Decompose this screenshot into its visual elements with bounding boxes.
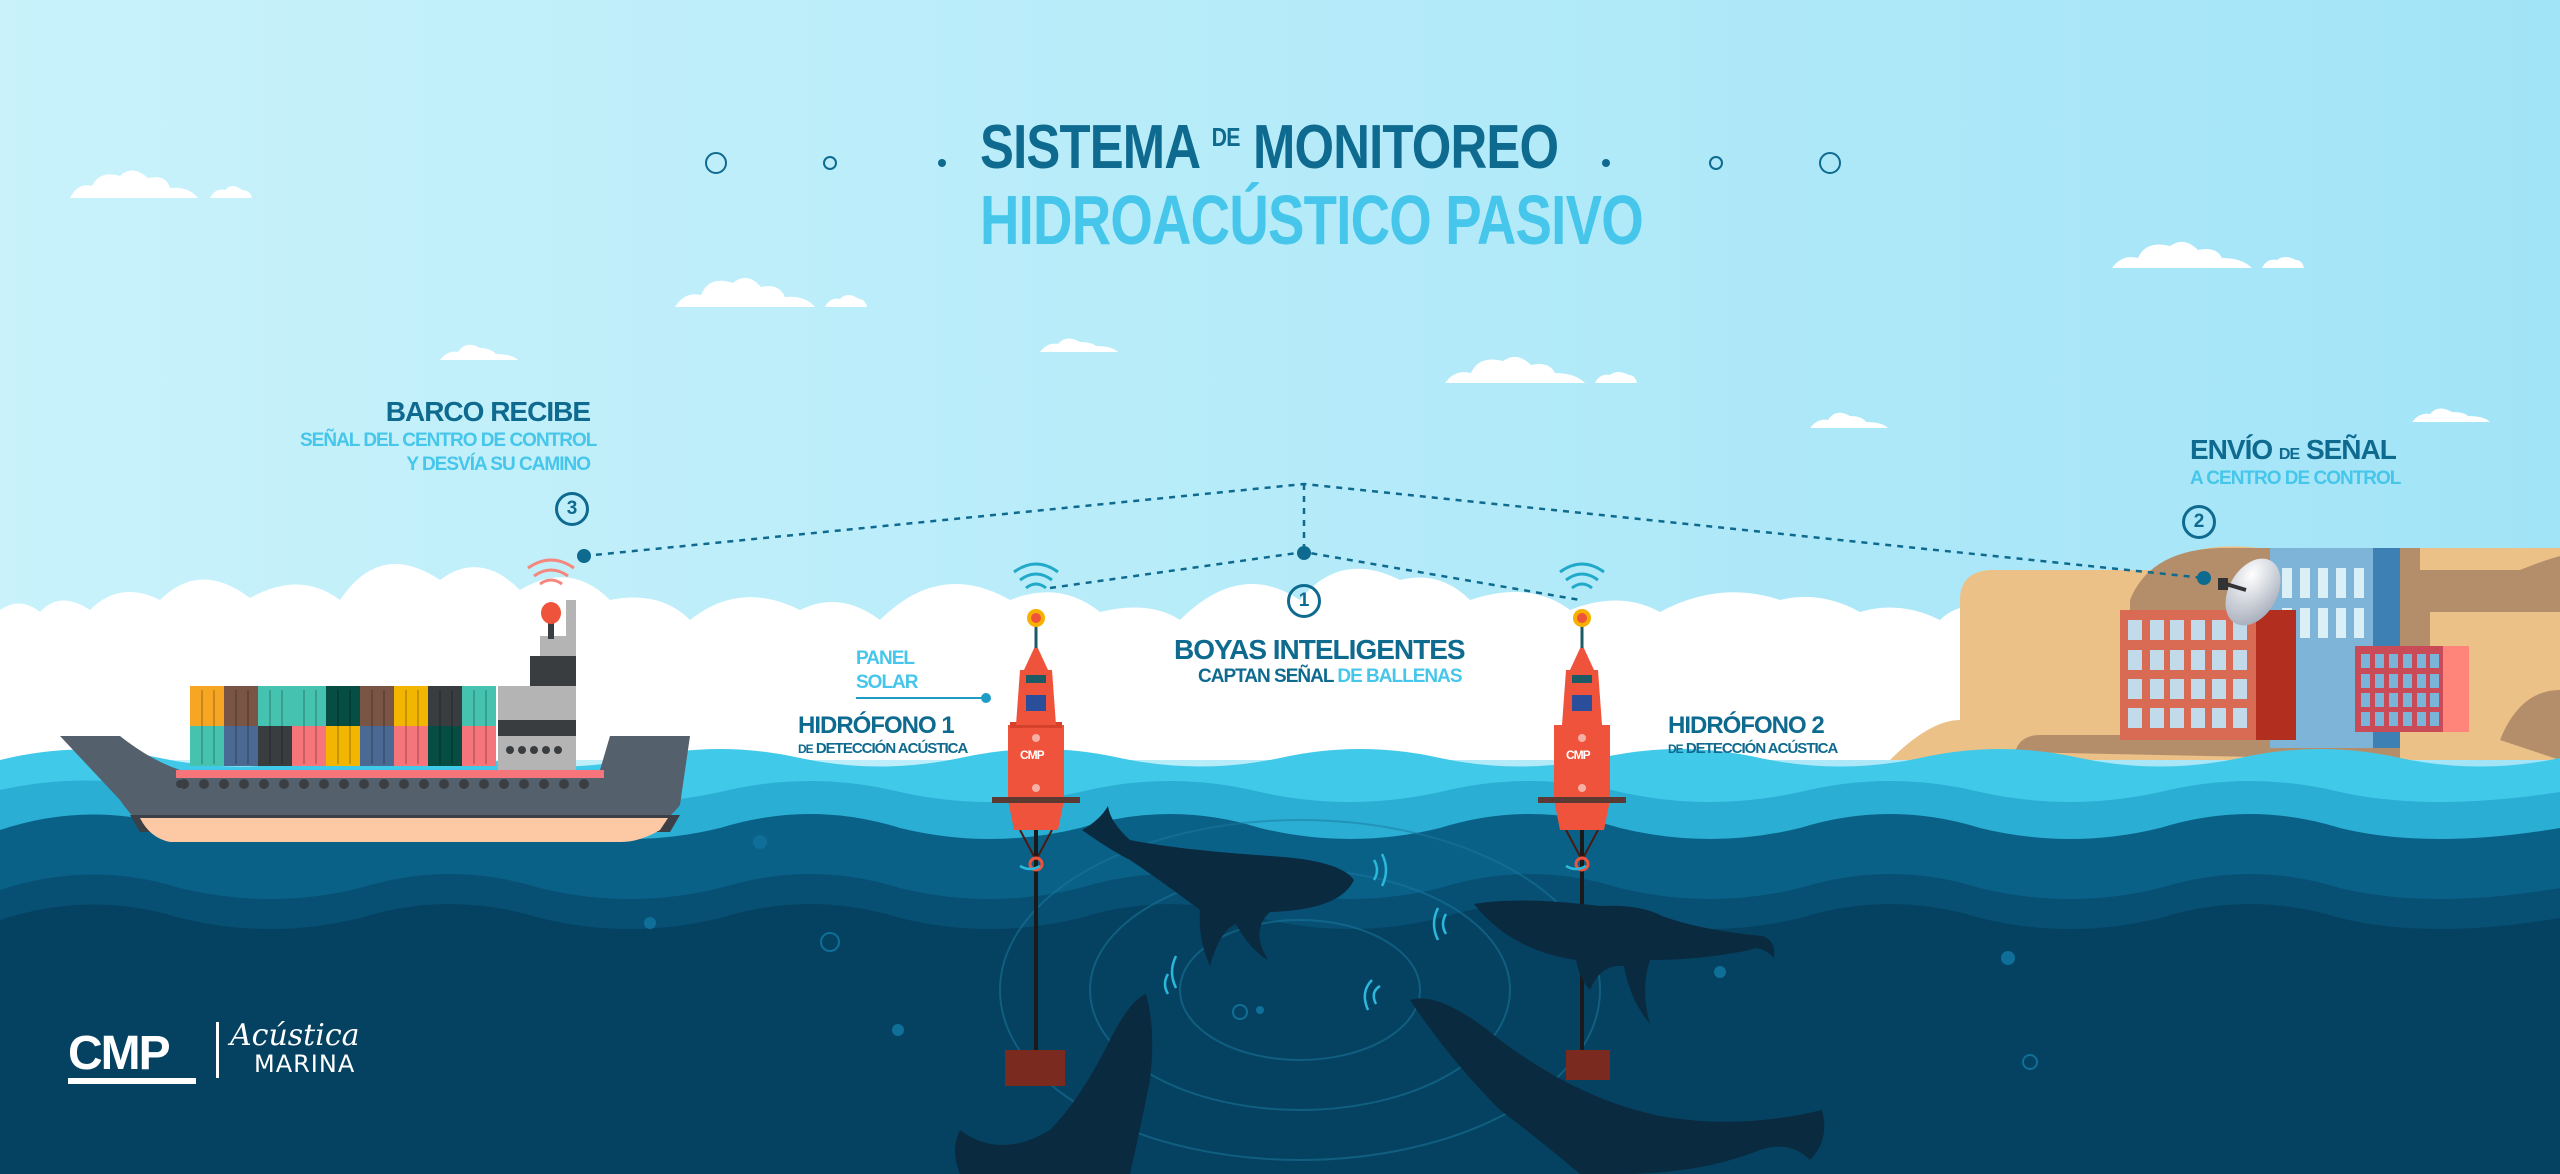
- step1-sub-a: CAPTAN SEÑAL: [1198, 666, 1334, 687]
- title-line-1: SISTEMA DE MONITOREO: [980, 112, 1559, 183]
- title-word-de: DE: [1211, 122, 1241, 152]
- smart-buoy-2: [1538, 562, 1626, 1080]
- hydrophone2-sub: DE DETECCIÓN ACÚSTICA: [1668, 740, 1838, 757]
- step2-heading: ENVÍO DE SEÑAL: [2190, 434, 2397, 466]
- hydrophone2-label: HIDRÓFONO 2: [1668, 712, 1825, 739]
- whale-1: [1082, 806, 1354, 966]
- satellite-dish-icon: [2218, 558, 2281, 626]
- step2-heading-de: DE: [2278, 446, 2300, 463]
- step2-heading-b: SEÑAL: [2305, 434, 2397, 465]
- hydrophone1-label: HIDRÓFONO 1: [798, 712, 955, 739]
- hydrophone1-sub-de: DE: [798, 742, 814, 756]
- buoy1-cmp-mark: CMP: [1020, 748, 1045, 762]
- station-signal-node: [2197, 571, 2211, 585]
- whale-4: [955, 994, 1153, 1174]
- hydrophone2-sub-de: DE: [1668, 742, 1684, 756]
- ship-signal-node: [577, 549, 591, 563]
- whales: [955, 806, 1825, 1174]
- hydrophone2-sub-text: DETECCIÓN ACÚSTICA: [1685, 740, 1838, 757]
- step1-number-badge: 1: [1287, 584, 1321, 618]
- step1-sub-b: DE BALLENAS: [1337, 666, 1462, 687]
- panel-solar-label-line1: PANEL: [856, 648, 915, 669]
- cmp-logo: CMP: [68, 1027, 171, 1080]
- panel-solar-label-line2: SOLAR: [856, 672, 918, 693]
- sea-bottom-layer: [0, 904, 2560, 1174]
- step3-sub-line1: SEÑAL DEL CENTRO DE CONTROL: [300, 430, 597, 451]
- marina-caps: MARINA: [254, 1050, 356, 1078]
- ship-beacon: [541, 602, 561, 624]
- ship-wifi-icon: [527, 558, 575, 586]
- title-line-2: HIDROACÚSTICO PASIVO: [980, 181, 1644, 259]
- bubbles: [644, 835, 2015, 1036]
- step1-heading: BOYAS INTELIGENTES: [1174, 634, 1466, 665]
- cmp-logo-underline: [68, 1078, 196, 1084]
- horizon-clouds: [0, 564, 1990, 760]
- whale-3: [1410, 998, 1825, 1174]
- hydrophone1-sub-text: DETECCIÓN ACÚSTICA: [815, 740, 968, 757]
- sky-clouds: [70, 170, 2490, 428]
- buoy1-wifi-icon: [1013, 562, 1059, 590]
- step2-heading-a: ENVÍO: [2190, 434, 2273, 465]
- title-decoration-dots: [705, 152, 1841, 174]
- step1-sub: CAPTAN SEÑAL DE BALLENAS: [1198, 666, 1463, 688]
- buoy2-wifi-icon: [1559, 562, 1605, 590]
- whale-call-waves: [1019, 853, 1587, 1011]
- acustica-script: Acústica: [230, 1018, 360, 1053]
- buoy2-cmp-mark: CMP: [1566, 748, 1591, 762]
- title-word-monitoreo: MONITOREO: [1252, 113, 1559, 182]
- step3-sub-line2: Y DESVÍA SU CAMINO: [406, 454, 591, 475]
- title-word-sistema: SISTEMA: [980, 113, 1199, 182]
- step3-number-badge: 3: [555, 492, 589, 526]
- cargo-ship: [60, 558, 690, 842]
- step3-heading: BARCO RECIBE: [385, 396, 591, 427]
- step2-number-badge: 2: [2182, 505, 2216, 539]
- step2-sub: A CENTRO DE CONTROL: [2190, 468, 2401, 489]
- hydrophone1-sub: DE DETECCIÓN ACÚSTICA: [798, 740, 968, 757]
- ship-containers: [190, 686, 496, 766]
- whale-2: [1474, 900, 1775, 1024]
- logo-divider: [216, 1022, 219, 1078]
- hub-signal-node: [1297, 546, 1311, 560]
- ship-portholes: [179, 779, 589, 789]
